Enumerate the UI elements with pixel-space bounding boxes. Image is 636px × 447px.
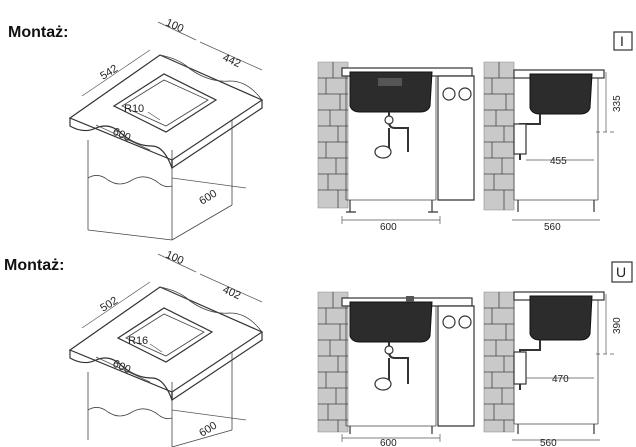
- countertop-side-2: [171, 332, 263, 402]
- side-depth-dim-2: 560: [540, 438, 557, 447]
- dim-line-502: [81, 281, 151, 329]
- plan-radius-1: R10: [124, 103, 144, 115]
- brick-joints-1: [318, 62, 348, 208]
- dim-line-442: [199, 41, 263, 71]
- front-knob-1b: [458, 87, 472, 101]
- back-edge-2: [159, 286, 263, 333]
- front-legs-1: [349, 200, 433, 212]
- radius-leader-1: [147, 111, 161, 121]
- countertop-top-2: [68, 286, 264, 393]
- front-legs-2: [349, 426, 433, 434]
- dim-line-600-top-2: [95, 356, 151, 383]
- front-dim-ticks-2: [341, 434, 441, 442]
- brick-wall-2: [317, 291, 349, 433]
- front-side-panel-1: [437, 75, 475, 201]
- front-cabinet-dim-1: 600: [380, 222, 397, 233]
- side-view-2: 470 560 390: [483, 291, 623, 447]
- cabinet-wave-2: [87, 407, 173, 420]
- section-1: 542 100 442 R10 600 600: [68, 17, 633, 241]
- side-pipe-dim-2: 470: [552, 374, 569, 385]
- dim-line-542: [81, 49, 151, 97]
- plan-radius-2: R16: [128, 335, 148, 347]
- side-sink-1: [529, 73, 593, 115]
- countertop-side-1: [171, 100, 263, 170]
- brick-wall-1: [317, 61, 349, 209]
- cabinet-outline-1: [87, 120, 233, 241]
- plan-depth-1: 542: [98, 63, 120, 83]
- front-view-2: 600: [317, 291, 475, 447]
- side-brick-wall-1: [483, 61, 515, 211]
- plan-depth-2: 502: [98, 295, 120, 315]
- section-2: 502 100 402 R16 600 600: [68, 249, 633, 447]
- brick-joints-2: [318, 292, 348, 432]
- front-knob-2b: [458, 315, 472, 329]
- plan-view-1: 542 100 442 R10 600 600: [68, 17, 264, 241]
- sink-inner-1: [121, 79, 209, 127]
- sink-inner-2: [125, 313, 205, 357]
- front-sink-bowl-2: [349, 301, 433, 343]
- section-2-title: Montaż:: [4, 257, 65, 274]
- front-drain-1: [384, 115, 394, 125]
- side-height-dim-1: 335: [612, 95, 623, 112]
- side-trap-1: [513, 123, 527, 155]
- radius-leader-2: [149, 343, 163, 353]
- badge-2: U: [616, 264, 626, 280]
- side-brick-joints-2: [484, 292, 514, 432]
- side-sink-2: [529, 295, 593, 341]
- side-brick-joints-1: [484, 62, 514, 210]
- front-drain-2: [384, 345, 394, 355]
- dim-line-600-side-2: [171, 409, 247, 421]
- sink-cutout-2: [116, 307, 214, 363]
- plan-width-2: 600: [111, 358, 133, 376]
- cabinet-wave-1: [87, 175, 173, 188]
- cabinet-outline-2: [87, 352, 233, 447]
- front-side-panel-2: [437, 305, 475, 427]
- front-sink-label-1: [378, 78, 402, 86]
- dim-line-100-2: [157, 253, 197, 273]
- plan-cabinet-1: 600: [197, 188, 219, 208]
- side-height-dim-2: 390: [612, 317, 623, 334]
- plan-cut-2: 402: [221, 284, 243, 302]
- front-trap-2: [374, 377, 392, 391]
- dim-line-402: [199, 273, 263, 303]
- front-cabinet-2: [345, 306, 437, 427]
- plan-cut-1: 442: [221, 52, 243, 70]
- side-trap-2: [513, 351, 527, 385]
- countertop-front-1: [69, 118, 173, 169]
- side-view-1: 455 560 335: [483, 61, 623, 233]
- plan-edge-2: 100: [164, 249, 186, 267]
- badge-box-1: [613, 31, 633, 51]
- front-dim-ticks-1: [341, 216, 441, 224]
- side-brick-wall-2: [483, 291, 515, 433]
- countertop-top-1: [68, 54, 264, 161]
- plan-view-2: 502 100 402 R16 600 600: [68, 249, 264, 447]
- badge-box-2: [611, 261, 633, 283]
- side-depth-dim-1: 560: [544, 222, 561, 233]
- front-trap-1: [374, 145, 392, 159]
- plan-cabinet-2: 600: [197, 420, 219, 440]
- side-legs-1: [517, 200, 595, 212]
- dim-line-600-side: [171, 177, 247, 189]
- front-sink-bowl-1: [349, 71, 433, 113]
- front-cabinet-1: [345, 76, 437, 201]
- front-overflow-2: [406, 296, 414, 302]
- front-knob-2a: [442, 315, 456, 329]
- front-view-1: 600: [317, 61, 475, 233]
- dim-line-600-top: [95, 124, 151, 151]
- countertop-front-2: [69, 350, 173, 401]
- dim-line-100: [157, 21, 197, 41]
- side-pipe-dim-1: 455: [550, 156, 567, 167]
- plan-width-1: 600: [111, 126, 133, 144]
- front-knob-1a: [442, 87, 456, 101]
- back-edge-1: [159, 54, 263, 101]
- section-1-title: Montaż:: [8, 24, 69, 41]
- side-legs-2: [517, 424, 595, 434]
- front-cabinet-dim-2: 600: [380, 438, 397, 447]
- badge-1: I: [620, 33, 624, 49]
- sink-cutout-1: [112, 73, 218, 133]
- plan-edge-1: 100: [164, 17, 186, 35]
